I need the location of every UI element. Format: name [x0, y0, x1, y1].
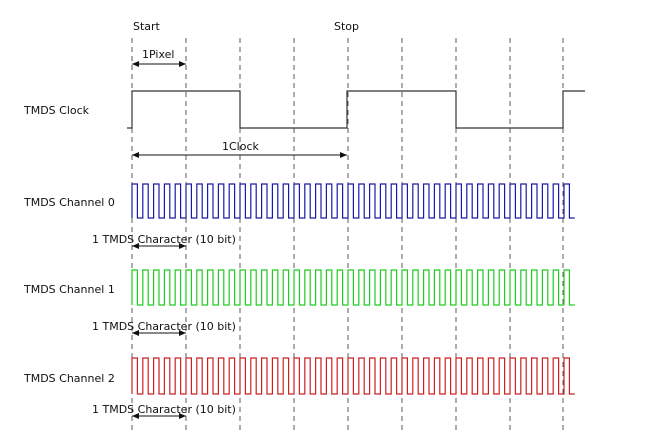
- stop-marker-label: Stop: [334, 20, 359, 33]
- pixel-measure-label: 1Pixel: [142, 48, 174, 61]
- channel-2-waveform: [131, 357, 575, 395]
- character-label-1: 1 TMDS Character (10 bit): [92, 320, 236, 333]
- character-label-0: 1 TMDS Character (10 bit): [92, 233, 236, 246]
- signal-label-channel-0: TMDS Channel 0: [23, 196, 115, 209]
- signal-label-channel-1: TMDS Channel 1: [23, 283, 115, 296]
- clock-measure-label: 1Clock: [222, 140, 260, 153]
- signal-label-clock: TMDS Clock: [23, 104, 90, 117]
- channel-1-waveform: [131, 269, 575, 306]
- signal-label-channel-2: TMDS Channel 2: [23, 372, 115, 385]
- clock-waveform: [127, 90, 585, 129]
- channel-0-waveform: [131, 183, 575, 219]
- character-label-2: 1 TMDS Character (10 bit): [92, 403, 236, 416]
- start-marker-label: Start: [133, 20, 161, 33]
